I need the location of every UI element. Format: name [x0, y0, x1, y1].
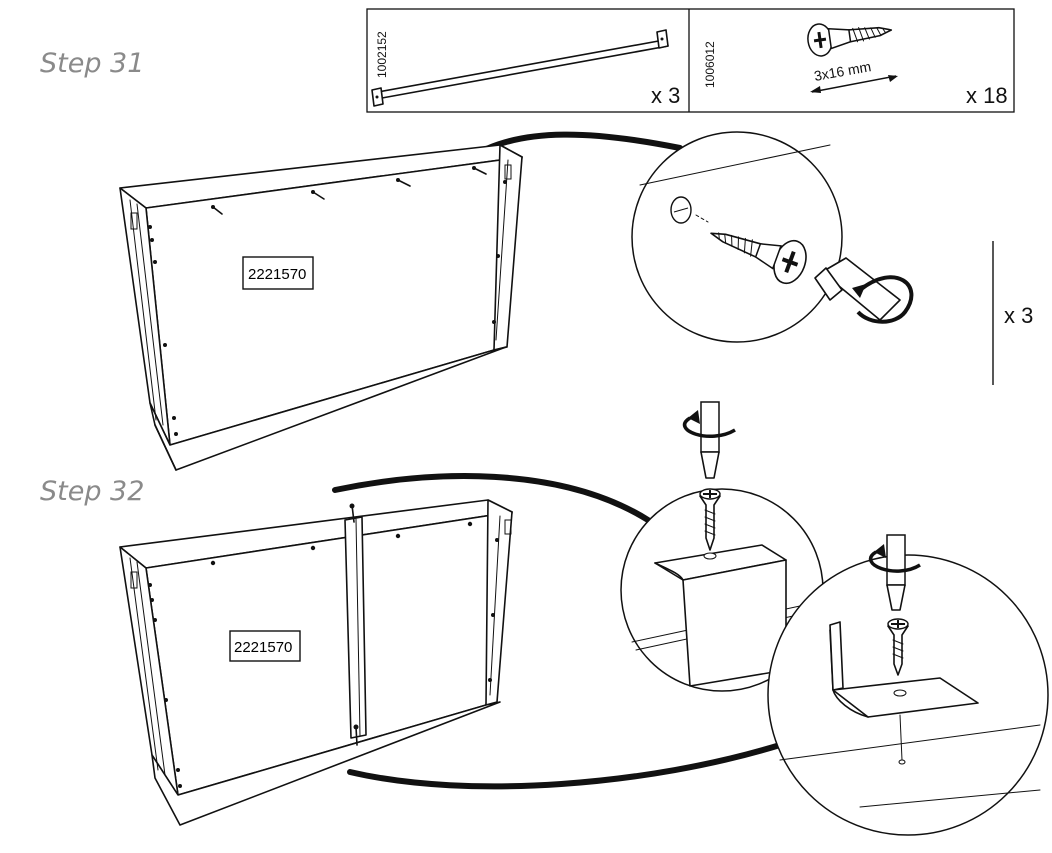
- panel-label: 2221570: [248, 266, 306, 283]
- part-item-rail: 1002152 x 3: [371, 29, 680, 108]
- part-id-label: 1006012: [703, 41, 717, 88]
- step-31-title: Step 31: [40, 48, 144, 79]
- repeat-count: x 3: [1004, 303, 1033, 328]
- screw-icon: [887, 618, 909, 676]
- screwdriver-icon: [814, 257, 914, 324]
- step-32-illustration: 2221570: [119, 401, 1049, 836]
- detail-circle-bottom-bracket: [767, 534, 1049, 836]
- callout-connector: [347, 742, 783, 790]
- screw-icon: [710, 232, 807, 285]
- screwdriver-icon: [682, 401, 736, 479]
- part-quantity: x 18: [966, 83, 1008, 108]
- metal-rail-icon: [371, 29, 669, 107]
- screw-icon: [699, 488, 721, 551]
- step-32-title: Step 32: [40, 476, 144, 507]
- parts-list-box: 1002152 x 3 1006012: [366, 8, 1015, 113]
- panel-label: 2221570: [234, 639, 292, 656]
- cabinet-drawing: 2221570: [119, 499, 513, 826]
- part-id-label: 1002152: [375, 31, 389, 78]
- cabinet-drawing: 2221570: [119, 144, 523, 471]
- dimension-arrow: [810, 75, 898, 93]
- step-31-illustration: 2221570 x 3: [119, 131, 1033, 471]
- detail-circle-screw: [631, 131, 914, 343]
- screw-icon: [211, 166, 487, 215]
- part-quantity: x 3: [651, 83, 680, 108]
- metal-rail-icon: [344, 503, 367, 746]
- screw-icon: [807, 23, 893, 57]
- callout-connector: [332, 473, 651, 523]
- screwdriver-icon: [868, 534, 921, 611]
- detail-circle-top-bracket: [620, 401, 831, 692]
